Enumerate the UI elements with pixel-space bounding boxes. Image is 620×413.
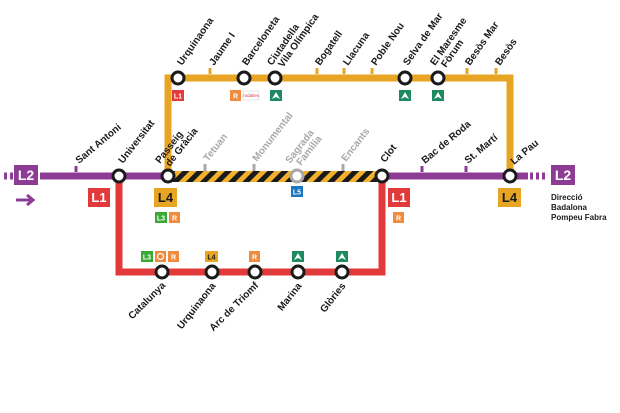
station-catalunya[interactable] [154,264,170,280]
tram-icon [336,251,348,262]
label-marina: Marina [276,281,305,314]
label-encants: Encants [340,126,373,164]
label-universitat: Universitat [117,118,158,166]
l4-badge-lapau [498,188,521,207]
station-la-pau[interactable] [502,168,518,184]
label-st-marti: St. Martí [463,132,501,167]
label-clot: Clot [379,142,400,165]
station-sagrada-familia[interactable] [289,168,305,184]
direction-line-1: Direcció [551,193,583,202]
transfer-barceloneta-r [230,90,241,101]
transfer-catalunya-r [168,251,179,262]
station-ciutadella[interactable] [267,70,283,86]
label-besos: Besòs [493,36,519,67]
transfer-catalunya-r-text: R [171,255,176,262]
station-glories[interactable] [334,264,350,280]
transfer-arc-r-text: R [252,255,257,262]
label-tetuan: Tetuan [202,132,230,164]
station-passeig-de-gracia[interactable] [160,168,176,184]
label-glories: Glòries [318,281,348,315]
station-arc-de-triomf[interactable] [247,264,263,280]
transfer-passeig-r-text: R [172,216,177,223]
label-jaume-i: Jaume I [207,31,237,68]
transfer-passeig-l3 [155,212,167,223]
l1-badge-clot-text: L1 [391,190,406,205]
closed-ticks [203,164,345,171]
l2-dashed-east [530,172,545,180]
l2-badge-right-text: L2 [555,167,572,183]
l1-badge-left [88,188,110,207]
tram-icon [399,90,411,101]
station-barceloneta[interactable] [236,70,252,86]
transfer-clot-r [393,212,404,223]
interchange-stations [111,70,518,280]
station-clot[interactable] [374,168,390,184]
tram-icon [432,90,444,101]
transfer-urquinaona-top-l1-text: L1 [174,94,182,101]
l4-badge-lapau-text: L4 [502,190,518,205]
l4-ticks [208,68,498,74]
station-marina[interactable] [290,264,306,280]
station-selva-de-mar[interactable] [397,70,413,86]
transfer-catalunya-l3-text: L3 [143,255,151,262]
l1-badge-left-text: L1 [91,190,106,205]
station-el-maresme[interactable] [430,70,446,86]
transfer-passeig-r [169,212,180,223]
tram-icon [292,251,304,262]
label-llacuna: Llacuna [341,30,372,68]
l2-badge-left [14,165,38,185]
station-urquinaona-bottom[interactable] [204,264,220,280]
transfer-urquinaona-l4 [205,251,218,262]
transfer-arc-r [249,251,260,262]
transfer-barceloneta-r-text: R [233,94,238,101]
fgc-icon [155,251,166,262]
label-la-pau: La Pau [509,138,541,168]
arrow-right-icon [16,193,36,207]
l4-badge-passeig [154,188,177,207]
l4-badge-passeig-text: L4 [158,190,174,205]
transfer-barceloneta-rodalies [242,90,260,101]
l2-ticks [74,166,468,172]
station-urquinaona-top[interactable] [170,70,186,86]
transfer-catalunya-l3 [141,251,153,262]
l2-badge-right [551,165,575,185]
closed-section [170,171,380,182]
direction-line-3: Pompeu Fabra [551,213,607,222]
transfer-barceloneta-rodalies-text: rodalies [243,93,260,98]
l2-badge-left-text: L2 [18,167,35,183]
transfer-urquinaona-top-l1 [172,90,184,101]
transfer-l5-sagrada-text: L5 [293,190,301,197]
l4-line [164,74,514,176]
tram-icon [270,90,282,101]
transfer-passeig-l3-text: L3 [157,216,165,223]
l1-badge-clot [388,188,410,207]
direction-line-2: Badalona [551,203,588,212]
label-catalunya: Catalunya [127,280,169,322]
transfer-urquinaona-l4-text: L4 [207,255,215,262]
transfer-l5-sagrada [291,186,303,197]
transfer-clot-r-text: R [396,216,401,223]
station-universitat[interactable] [111,168,127,184]
